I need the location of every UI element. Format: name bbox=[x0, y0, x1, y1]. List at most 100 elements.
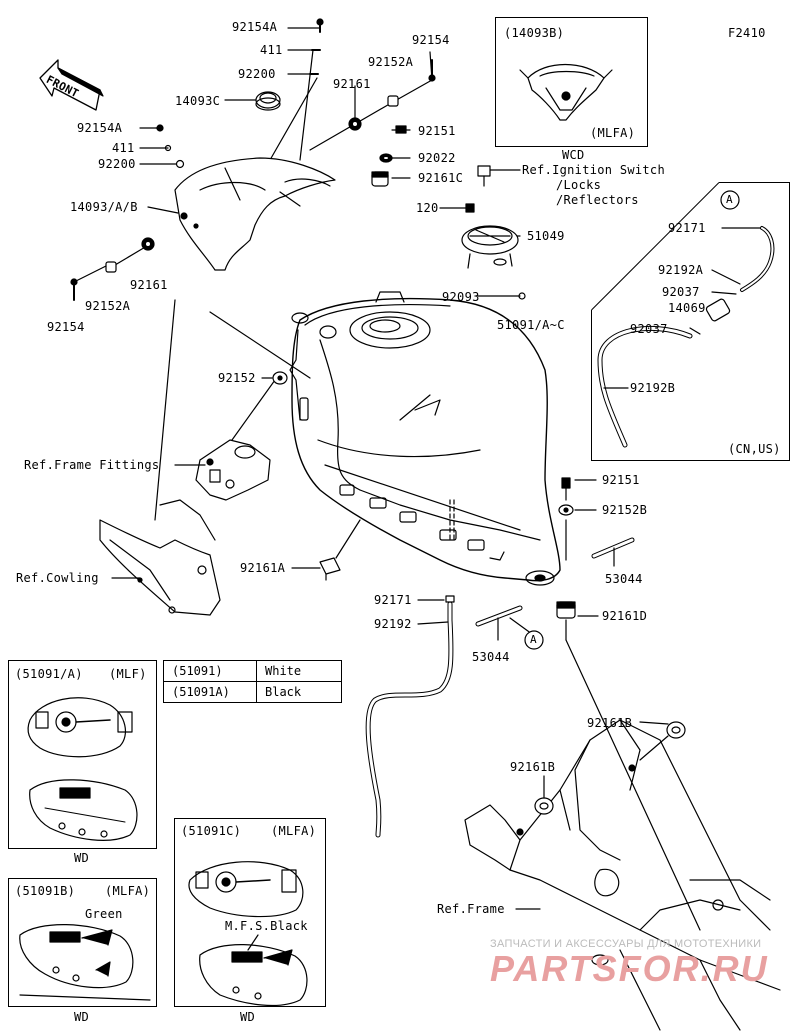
collar-icon bbox=[558, 504, 574, 516]
bolt-icon bbox=[465, 203, 475, 213]
grommet-icon bbox=[141, 237, 155, 251]
part-label-92152b: 92152B bbox=[602, 503, 648, 517]
inset-51091c-art bbox=[188, 861, 308, 1007]
part-label-92161a: 92161A bbox=[240, 561, 286, 575]
hose-53044-icon bbox=[475, 605, 523, 627]
inset-14093b-variant: (MLFA) bbox=[590, 126, 636, 140]
watermark-logo: PARTSFOR.RU bbox=[490, 948, 769, 989]
part-label-92200: 92200 bbox=[238, 67, 276, 81]
front-arrow-icon bbox=[39, 59, 104, 111]
part-label-51091ac: 51091/A~C bbox=[497, 318, 565, 332]
part-label-14093c: 14093C bbox=[175, 94, 221, 108]
inset-label-92037b: 92037 bbox=[630, 322, 668, 336]
part-label-411: 411 bbox=[260, 43, 283, 57]
inset-cn-us bbox=[591, 182, 790, 461]
damper-block-icon bbox=[319, 557, 341, 581]
drain-hose-icon bbox=[365, 595, 455, 838]
ref-frame: Ref.Frame bbox=[437, 902, 505, 916]
fuel-cap-plate-icon bbox=[461, 225, 519, 269]
inset-51091b-caption: WD bbox=[74, 1010, 90, 1024]
inset-14093b-code: (14093B) bbox=[504, 26, 565, 40]
bolt-icon bbox=[316, 18, 324, 33]
part-label-53044-right: 53044 bbox=[605, 572, 643, 586]
tank-cover-icon bbox=[174, 157, 336, 271]
part-label-92171: 92171 bbox=[374, 593, 412, 607]
fuel-tank-icon bbox=[289, 291, 561, 586]
grommet-icon bbox=[666, 721, 686, 739]
bolt-icon bbox=[395, 125, 407, 134]
collar-icon bbox=[387, 95, 399, 107]
part-label-120: 120 bbox=[416, 201, 439, 215]
inset-51091c-note: M.F.S.Black bbox=[225, 919, 308, 933]
screw-icon bbox=[477, 165, 491, 187]
part-label-92192: 92192 bbox=[374, 617, 412, 631]
inset-51091a-caption: WD bbox=[74, 851, 90, 865]
inset-51091a: (51091/A) (MLF) bbox=[8, 660, 157, 849]
diagram-code: F2410 bbox=[728, 26, 766, 40]
color-code: (51091) bbox=[163, 660, 257, 682]
part-label-92154: 92154 bbox=[412, 33, 450, 47]
part-label-92093: 92093 bbox=[442, 290, 480, 304]
color-name: White bbox=[256, 660, 342, 682]
inset-51091b-art bbox=[19, 924, 151, 1001]
grommet-icon bbox=[348, 117, 362, 131]
ref-ignition-switch: Ref.Ignition Switch bbox=[522, 163, 665, 177]
part-label-92022: 92022 bbox=[418, 151, 456, 165]
bolt-icon bbox=[561, 477, 571, 501]
part-label-14093ab: 14093/A/B bbox=[70, 200, 138, 214]
part-label-411-left: 411 bbox=[112, 141, 135, 155]
part-label-92200-left: 92200 bbox=[98, 157, 136, 171]
grommet-icon bbox=[272, 371, 288, 385]
inset-51091c-caption: WD bbox=[240, 1010, 256, 1024]
inset-51091b-variant: (MLFA) bbox=[105, 884, 151, 898]
part-label-92161-left: 92161 bbox=[130, 278, 168, 292]
part-label-92154a: 92154A bbox=[232, 20, 278, 34]
inset-51091a-art bbox=[27, 697, 138, 841]
inset-51091c-code: (51091C) bbox=[181, 824, 242, 838]
part-label-92151: 92151 bbox=[418, 124, 456, 138]
part-label-92161b-b: 92161B bbox=[510, 760, 556, 774]
part-label-92152a-left: 92152A bbox=[85, 299, 131, 313]
inset-label-92192a: 92192A bbox=[658, 263, 704, 277]
part-label-53044-mid: 53044 bbox=[472, 650, 510, 664]
ref-locks: /Locks bbox=[556, 178, 602, 192]
inset-14093b-caption: WCD bbox=[562, 148, 585, 162]
inset-14093b-art bbox=[519, 63, 613, 121]
inset-51091b: (51091B) (MLFA) Green bbox=[8, 878, 157, 1007]
inset-51091a-code: (51091/A) bbox=[15, 667, 83, 681]
damper-92161d-icon bbox=[556, 601, 576, 619]
inset-51091c: (51091C) (MLFA) M.F.S.Black bbox=[174, 818, 326, 1007]
watermark-line-1: ЗАПЧАСТИ И АКСЕССУАРЫ ДЛЯ МОТОТЕХНИКИ bbox=[490, 938, 762, 950]
part-label-92161: 92161 bbox=[333, 77, 371, 91]
inset-51091b-note: Green bbox=[85, 907, 123, 921]
cowling-icon bbox=[99, 499, 221, 616]
part-label-92161b-a: 92161B bbox=[587, 716, 633, 730]
part-label-51049: 51049 bbox=[527, 229, 565, 243]
inset-region: (CN,US) bbox=[728, 442, 781, 456]
bolt-icon bbox=[428, 59, 436, 82]
part-label-92154a-left: 92154A bbox=[77, 121, 123, 135]
ref-cowling: Ref.Cowling bbox=[16, 571, 99, 585]
part-label-92152a: 92152A bbox=[368, 55, 414, 69]
color-code: (51091A) bbox=[163, 681, 257, 703]
damper-icon bbox=[371, 171, 389, 187]
frame-fitting-icon bbox=[195, 439, 271, 501]
grommet-icon bbox=[534, 797, 554, 815]
ref-reflectors: /Reflectors bbox=[556, 193, 639, 207]
hose-53044-icon bbox=[591, 537, 635, 559]
inset-51091c-variant: (MLFA) bbox=[271, 824, 317, 838]
inset-label-92171: 92171 bbox=[668, 221, 706, 235]
cap-14093c-icon bbox=[255, 91, 281, 111]
part-label-92151-right: 92151 bbox=[602, 473, 640, 487]
ref-frame-fittings: Ref.Frame Fittings bbox=[24, 458, 160, 472]
inset-51091b-code: (51091B) bbox=[15, 884, 76, 898]
collar-icon bbox=[105, 261, 117, 273]
inset-51091a-variant: (MLF) bbox=[109, 667, 147, 681]
inset-cn-us-marker: A bbox=[726, 193, 733, 206]
inset-14093b: (14093B) (MLFA) bbox=[495, 17, 648, 147]
fuel-filter-icon bbox=[705, 298, 731, 322]
part-label-92161c: 92161C bbox=[418, 171, 464, 185]
color-table-row: (51091) White bbox=[163, 660, 342, 682]
part-label-92154-left: 92154 bbox=[47, 320, 85, 334]
